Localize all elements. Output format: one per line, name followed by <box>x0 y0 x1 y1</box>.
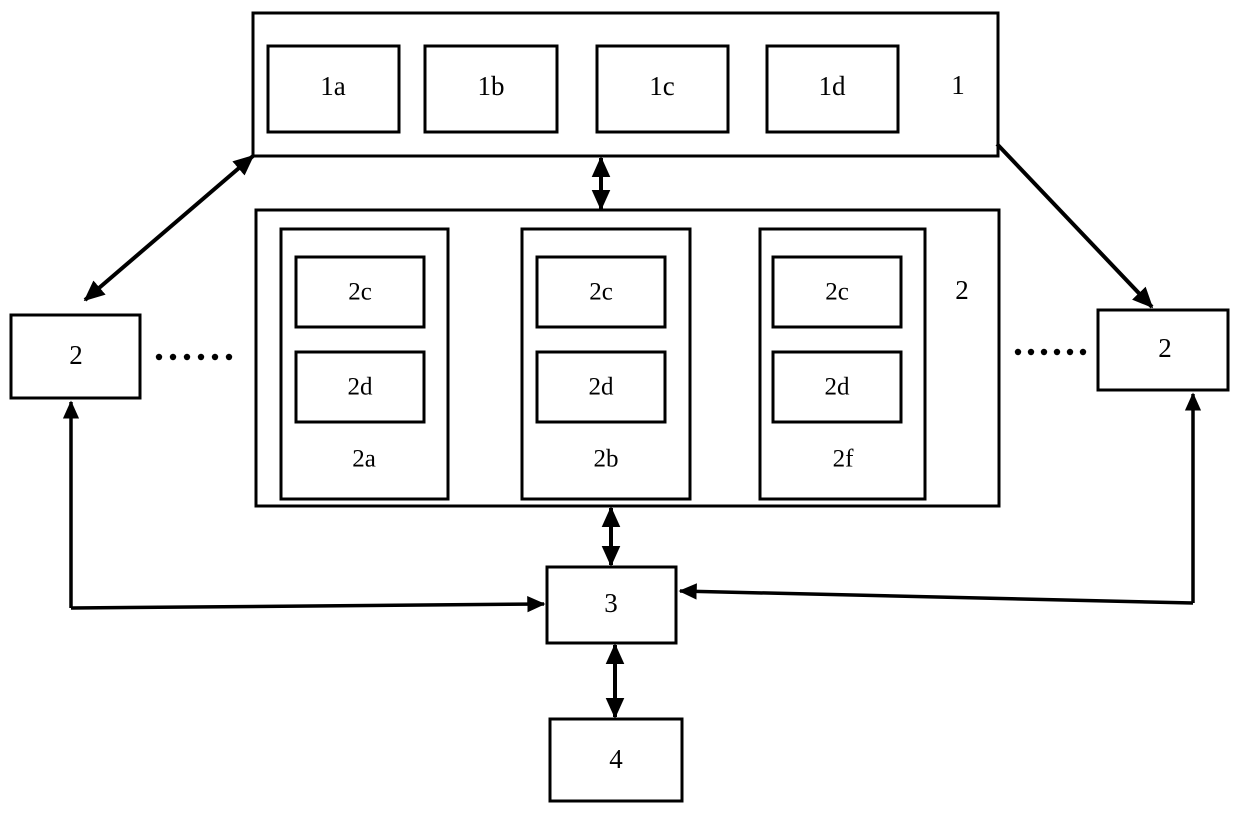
module-2f-box-2d-label: 2d <box>825 374 851 401</box>
box-1b[interactable]: 1b <box>423 44 559 134</box>
module-2b-box-2c-label: 2c <box>589 279 613 306</box>
box-1d-border <box>765 44 900 134</box>
box-4-border <box>548 717 684 803</box>
module-2f-label: 2f <box>833 446 855 473</box>
box-1a[interactable]: 1a <box>266 44 401 134</box>
container-2[interactable]: 2 2c 2d 2a 2c 2d 2b <box>254 208 1001 508</box>
box-1d-label: 1d <box>819 71 847 101</box>
module-2a-box-2d-label: 2d <box>348 374 374 401</box>
box-1a-border <box>266 44 401 134</box>
box-1c-label: 1c <box>649 71 675 101</box>
box-2-right-border <box>1096 308 1230 392</box>
box-1a-label: 1a <box>320 71 346 101</box>
connector-left-elbow-horizontal <box>70 595 546 613</box>
container-2-label: 2 <box>955 275 969 305</box>
ellipsis-left <box>155 353 233 361</box>
module-2f[interactable]: 2c 2d 2f <box>758 227 927 501</box>
module-2a-box-2d-border <box>294 350 426 424</box>
box-1b-label: 1b <box>478 71 505 101</box>
box-3-border <box>545 565 678 645</box>
container-1[interactable]: 1 1a 1b 1c 1d <box>251 11 1000 158</box>
module-2b-box-2d-border <box>535 350 667 424</box>
ellipsis-right <box>1014 348 1087 356</box>
box-1b-border <box>423 44 559 134</box>
box-1c[interactable]: 1c <box>595 44 730 134</box>
box-1c-border <box>595 44 730 134</box>
module-2f-box-2c-border <box>771 255 903 329</box>
module-2b-box-2c-border <box>535 255 667 329</box>
module-2a-box-2c-label: 2c <box>348 279 372 306</box>
module-2b-box-2d-label: 2d <box>589 374 615 401</box>
connector-right-elbow-horizontal <box>678 583 1194 605</box>
connector-1-to-2-left <box>83 154 255 302</box>
box-1d[interactable]: 1d <box>765 44 900 134</box>
module-2a-box-2c-border <box>294 255 426 329</box>
connector-1-to-2-right <box>995 142 1154 309</box>
box-4[interactable]: 4 <box>548 717 684 803</box>
box-2-left-label: 2 <box>69 340 83 370</box>
module-2b[interactable]: 2c 2d 2b <box>520 227 692 501</box>
box-3[interactable]: 3 <box>545 565 678 645</box>
box-2-right-label: 2 <box>1158 333 1172 363</box>
box-4-label: 4 <box>609 744 623 774</box>
module-2f-box-2c-label: 2c <box>825 279 849 306</box>
box-3-label: 3 <box>604 588 618 618</box>
container-1-label: 1 <box>951 70 965 100</box>
module-2b-label: 2b <box>594 446 619 473</box>
box-2-left-border <box>9 313 142 400</box>
module-2a[interactable]: 2c 2d 2a <box>279 227 450 501</box>
module-2f-box-2d-border <box>771 350 903 424</box>
module-2a-label: 2a <box>352 446 376 473</box>
box-2-right[interactable]: 2 <box>1096 308 1230 392</box>
box-2-left[interactable]: 2 <box>9 313 142 400</box>
